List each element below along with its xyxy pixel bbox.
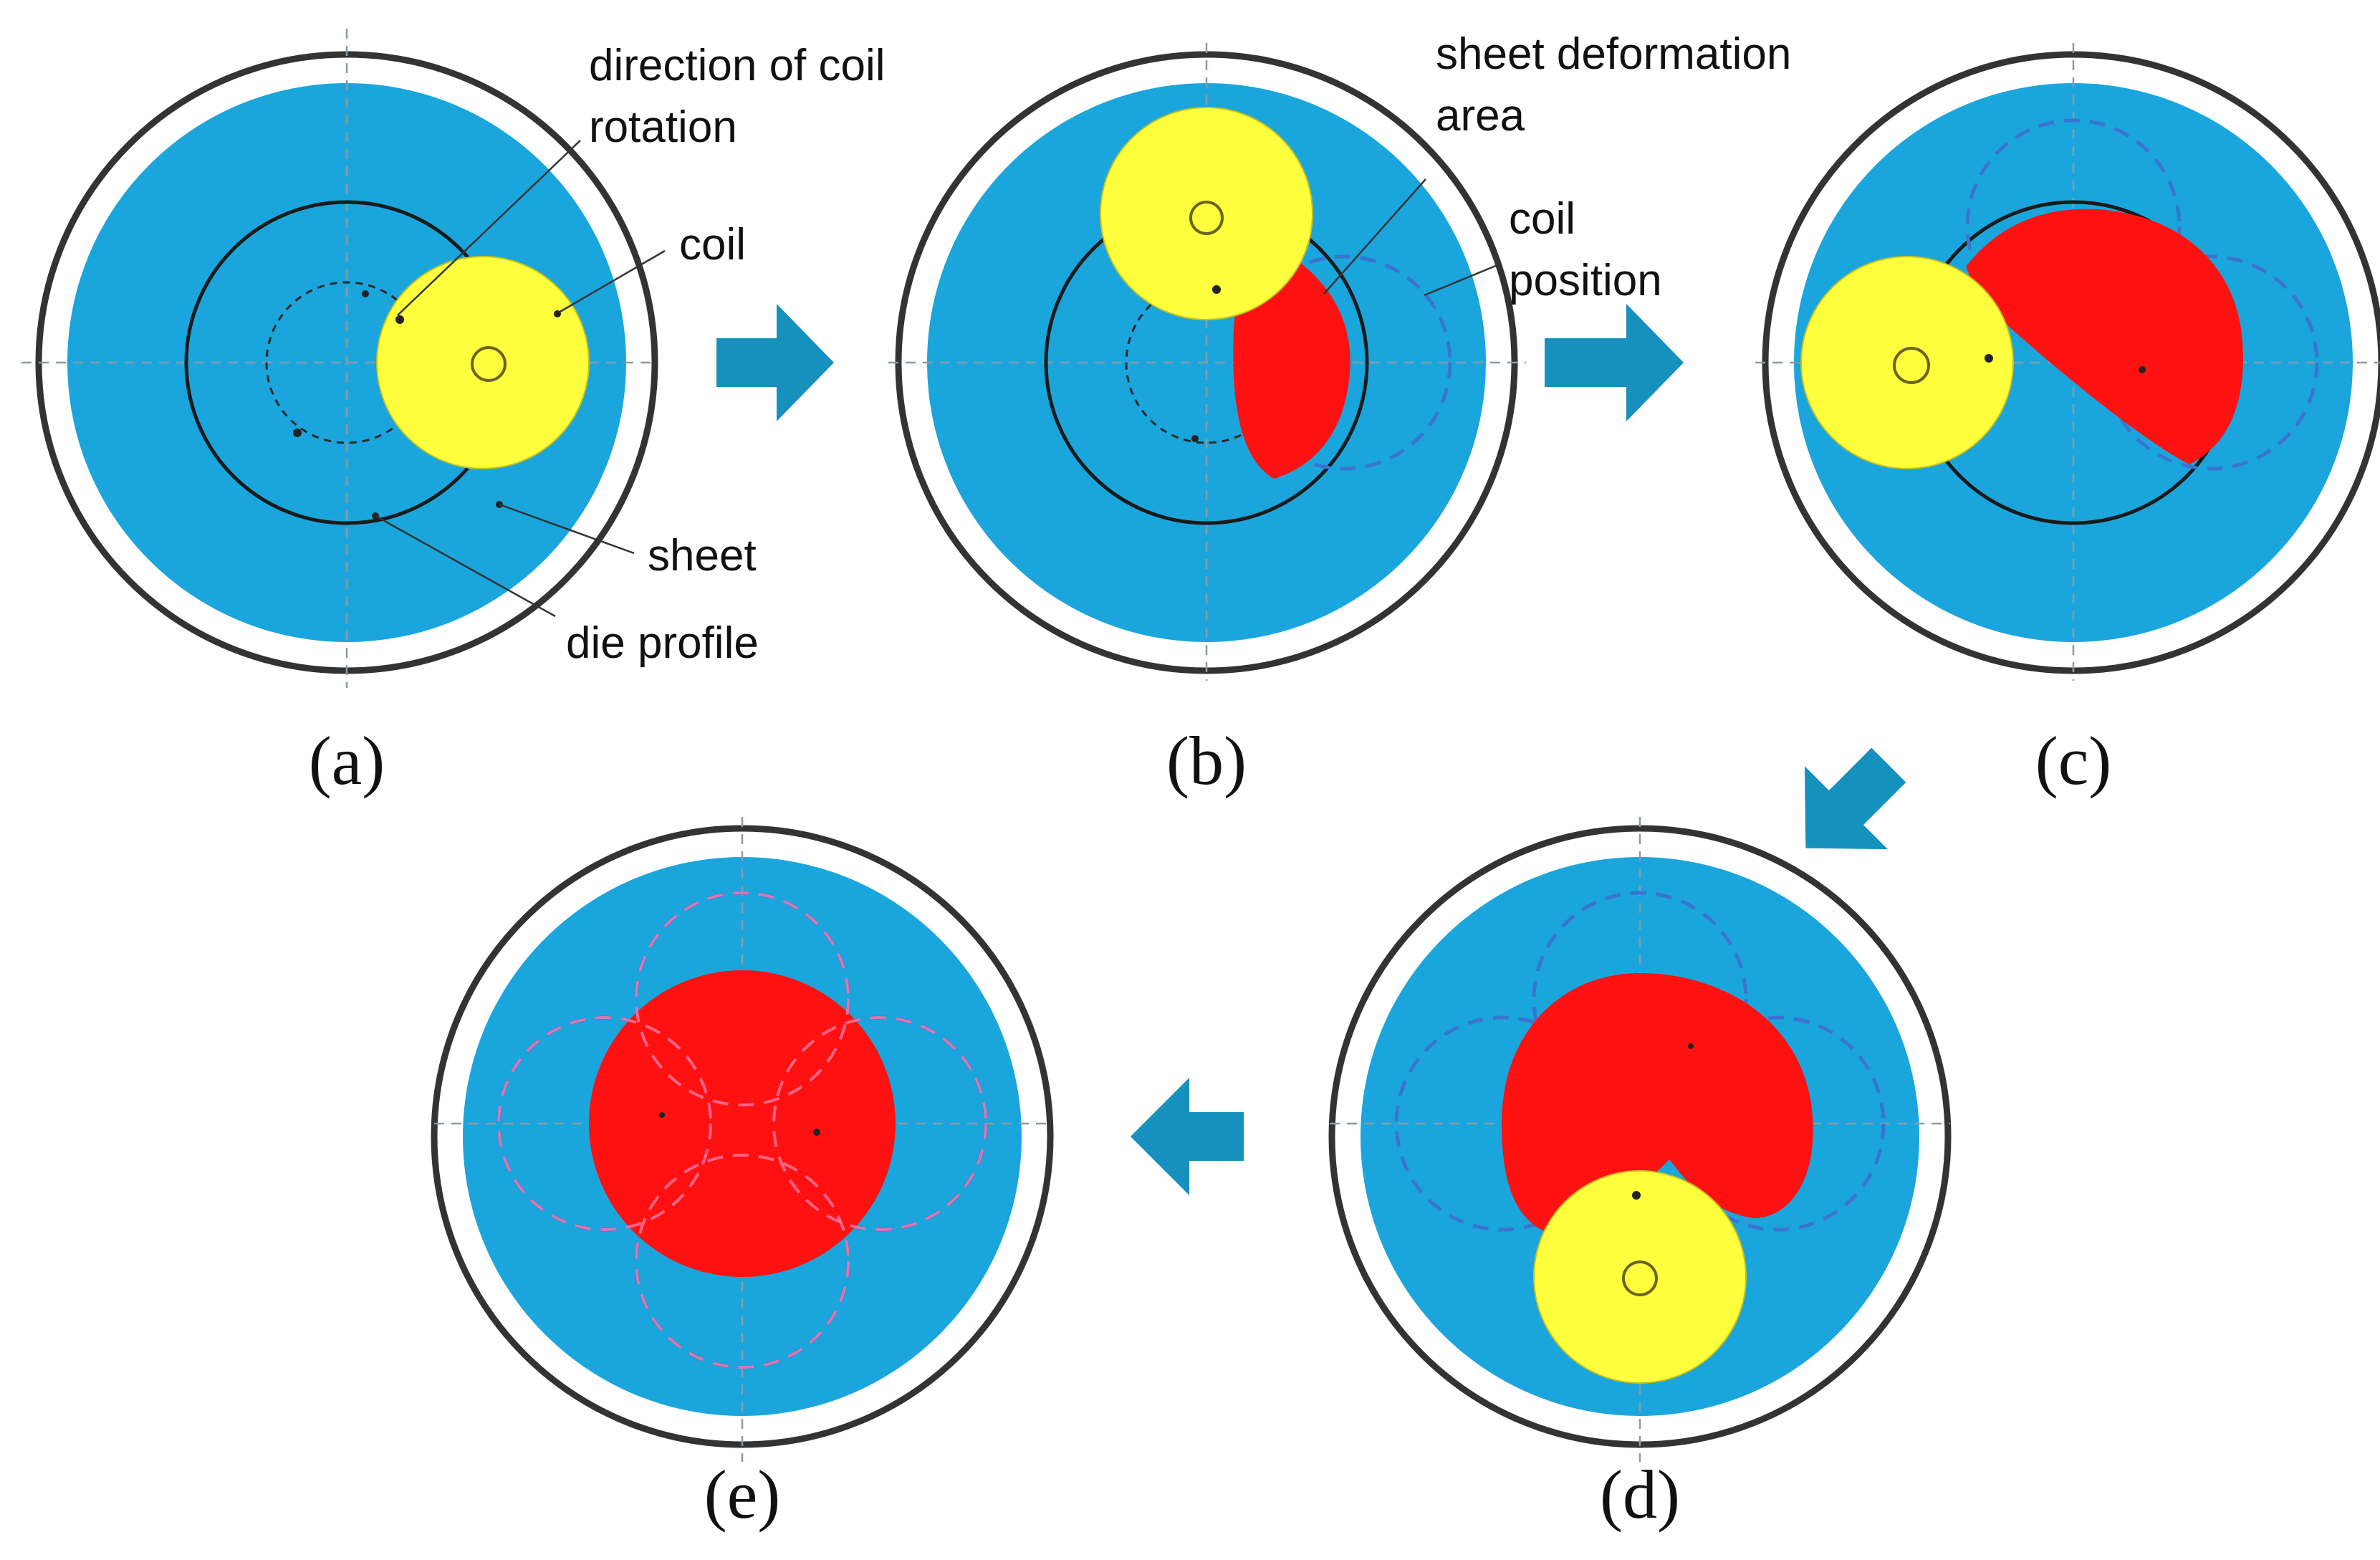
leader-coil: [558, 249, 666, 314]
panel-b: sheet deformation area coil position (b): [888, 29, 1791, 799]
rotation-marker: [1688, 1043, 1694, 1049]
coil: [1800, 256, 2014, 469]
panel-e: (e): [431, 817, 1054, 1533]
rotation-marker: [813, 1129, 820, 1136]
coil: [376, 256, 590, 469]
overlap-seam: [635, 1154, 850, 1369]
deformation-area: [589, 970, 896, 1277]
annotation-coil: coil: [679, 220, 746, 269]
rotation-marker: [659, 1112, 665, 1118]
annotation-deformation-line2: area: [1436, 91, 1525, 140]
leader-coil-position: [1424, 264, 1498, 297]
coil-position-outline: [1236, 254, 1452, 471]
deformation-area: [1502, 973, 1813, 1233]
leader-die-profile: [375, 515, 556, 618]
arrow-icon: [1131, 1078, 1244, 1195]
panel-label-a: (a): [309, 722, 385, 799]
coil-center-icon: [1893, 347, 1930, 384]
overlap-seam: [635, 891, 850, 1106]
overlap-seam: [497, 1016, 712, 1231]
rotation-marker: [1212, 285, 1221, 294]
panel-a: direction of coil rotation coil sheet di…: [21, 29, 886, 799]
coil-center-icon: [471, 346, 507, 382]
annotation-direction-line1: direction of coil: [589, 41, 886, 90]
coil-position-outline: [2103, 254, 2319, 471]
rotation-marker: [293, 429, 302, 437]
coil: [1100, 107, 1313, 320]
leader-deformation: [1323, 178, 1426, 295]
arrow-icon: [716, 304, 834, 421]
rotation-marker: [1191, 435, 1199, 442]
annotation-coil-position-line1: coil: [1509, 194, 1575, 244]
arrow-icon: [1545, 304, 1684, 421]
leader-sheet: [499, 503, 635, 555]
coil-position-outline: [1669, 1015, 1886, 1232]
annotation-sheet: sheet: [648, 531, 757, 580]
annotation-die-profile: die profile: [566, 618, 759, 668]
coil-center-icon: [1189, 201, 1224, 235]
panel-label-b: (b): [1166, 722, 1247, 799]
annotation-direction-line2: rotation: [589, 102, 737, 152]
panel-d: (d): [1328, 817, 1952, 1533]
deformation-area: [1966, 209, 2243, 464]
coil-center-icon: [1622, 1260, 1658, 1296]
panel-label-e: (e): [704, 1456, 781, 1533]
panel-c: (c): [1755, 43, 2380, 799]
panel-label-d: (d): [1600, 1456, 1680, 1533]
coil: [1533, 1170, 1747, 1384]
overlap-seam: [772, 1016, 987, 1231]
annotation-deformation-line1: sheet deformation: [1436, 29, 1791, 79]
rotation-marker: [362, 290, 369, 297]
rotation-marker: [1985, 354, 1993, 363]
rotation-marker: [1632, 1191, 1641, 1200]
panel-label-c: (c): [2035, 722, 2112, 799]
leader-direction: [397, 140, 581, 316]
annotation-coil-position-line2: position: [1509, 256, 1662, 305]
arrow-icon: [1804, 747, 1906, 850]
rotation-marker: [2139, 366, 2146, 373]
rotation-marker: [395, 315, 404, 324]
